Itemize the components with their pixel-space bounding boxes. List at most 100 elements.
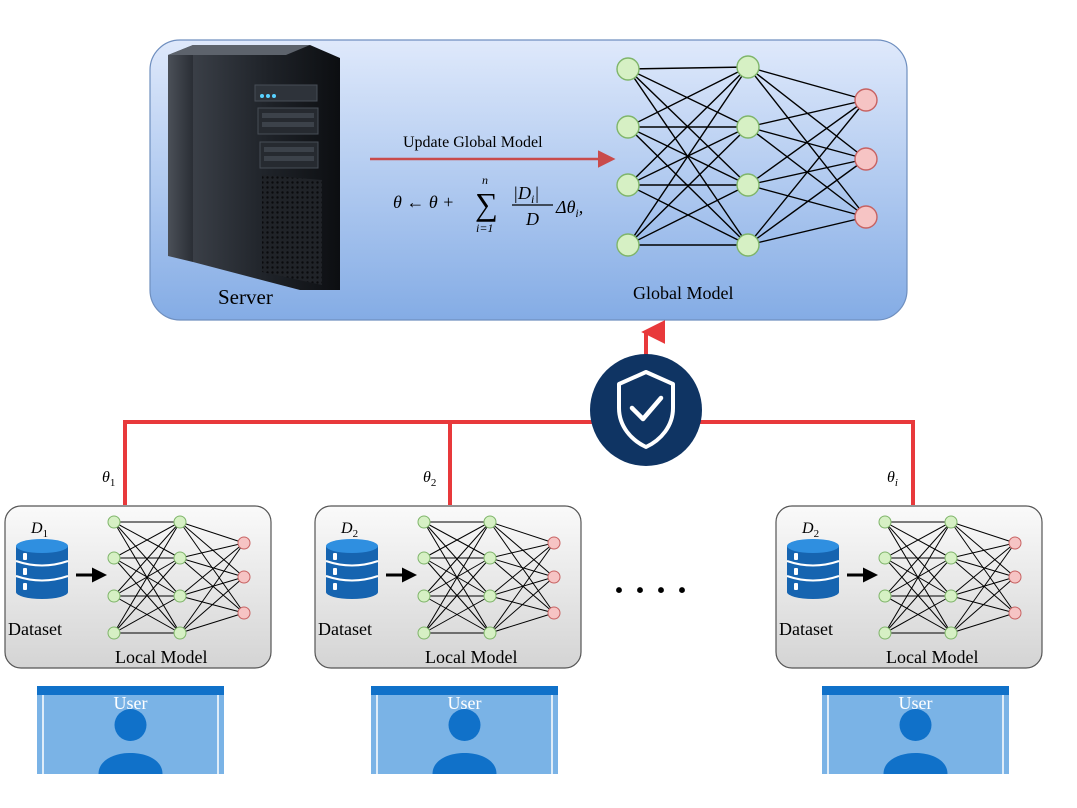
network-node [878,515,892,529]
network-edge [113,521,181,597]
network-edge [747,184,867,218]
network-node [417,551,431,565]
dataset-label: Dataset [318,619,372,639]
network-edge [950,542,1016,597]
network-edges [627,66,867,246]
network-edge [423,521,491,634]
network-edge [423,521,491,597]
network-edge [747,158,867,246]
user-box-1: User [37,686,224,774]
link-client-3 [700,420,915,505]
network-node [107,551,121,565]
theta-label-client-2: θ2 [423,469,436,489]
network-node [417,515,431,529]
database-icon [325,539,379,599]
user-label: User [448,693,482,713]
network-edge [627,68,749,128]
network-node [107,589,121,603]
formula-tail: Δθi, [555,197,583,220]
network-node [616,173,640,197]
network-edge [179,521,245,578]
network-edge [489,557,555,614]
user-label: User [899,693,933,713]
network-node [483,626,497,640]
network-node [1008,570,1022,584]
local-model-network [107,515,251,640]
network-edge [747,216,867,246]
network-node [1008,536,1022,550]
network-edge [113,595,181,634]
network-edge [950,521,1016,544]
network-node [237,536,251,550]
network-node [483,515,497,529]
dataset-symbol: D2 [340,520,358,540]
network-node [173,515,187,529]
network-edge [884,521,952,634]
network-edge [113,521,181,634]
network-edge [747,66,867,101]
network-node [547,536,561,550]
network-edge [113,557,181,634]
database-icon [786,539,840,599]
network-edge [489,521,555,578]
network-edge [489,542,555,597]
formula-denominator: D [525,209,539,229]
network-edges [113,521,245,634]
formula-numerator: |Di| [513,183,539,206]
theta-label-client-3: θi [887,469,898,489]
network-edge [950,557,1016,578]
user-box-header [371,686,558,695]
network-edge [179,542,245,597]
network-edge [423,521,491,559]
local-model-label: Local Model [115,647,207,667]
network-node [483,589,497,603]
network-edge [950,542,1016,634]
network-node [736,115,760,139]
local-model-label: Local Model [886,647,978,667]
network-edge [884,521,952,597]
network-node [736,233,760,257]
formula-sum-lower: i=1 [476,221,493,235]
network-node [616,115,640,139]
server-label: Server [218,285,273,309]
network-node [736,173,760,197]
network-node [173,626,187,640]
client-card-background [314,505,582,669]
network-node [854,147,878,171]
network-edge [489,542,555,559]
network-edge [179,521,245,544]
dataset-label: Dataset [8,619,62,639]
network-edges [884,521,1016,634]
local-model-label: Local Model [425,647,517,667]
network-node [736,55,760,79]
network-node [878,589,892,603]
network-edge [627,184,749,246]
local-model-network [878,515,1022,640]
theta-label-client-1: θ1 [102,469,115,489]
network-node [483,551,497,565]
network-edge [627,66,749,186]
network-edge [179,542,245,634]
network-edge [179,542,245,559]
network-node [944,626,958,640]
client-card-background [4,505,272,669]
network-node [107,515,121,529]
formula-sum-symbol: ∑ [475,186,498,222]
ellipsis: · · · · [613,570,688,610]
network-node [237,606,251,620]
network-edge [489,612,555,634]
network-node [237,570,251,584]
network-node [854,205,878,229]
network-edge [884,595,952,634]
network-node [417,626,431,640]
network-node [944,515,958,529]
network-edge [950,576,1016,597]
network-node [547,606,561,620]
network-node [547,570,561,584]
network-edge [113,521,181,559]
user-box-header [37,686,224,695]
client-card-background [775,505,1043,669]
network-edge [627,126,749,246]
network-edge [747,99,867,186]
